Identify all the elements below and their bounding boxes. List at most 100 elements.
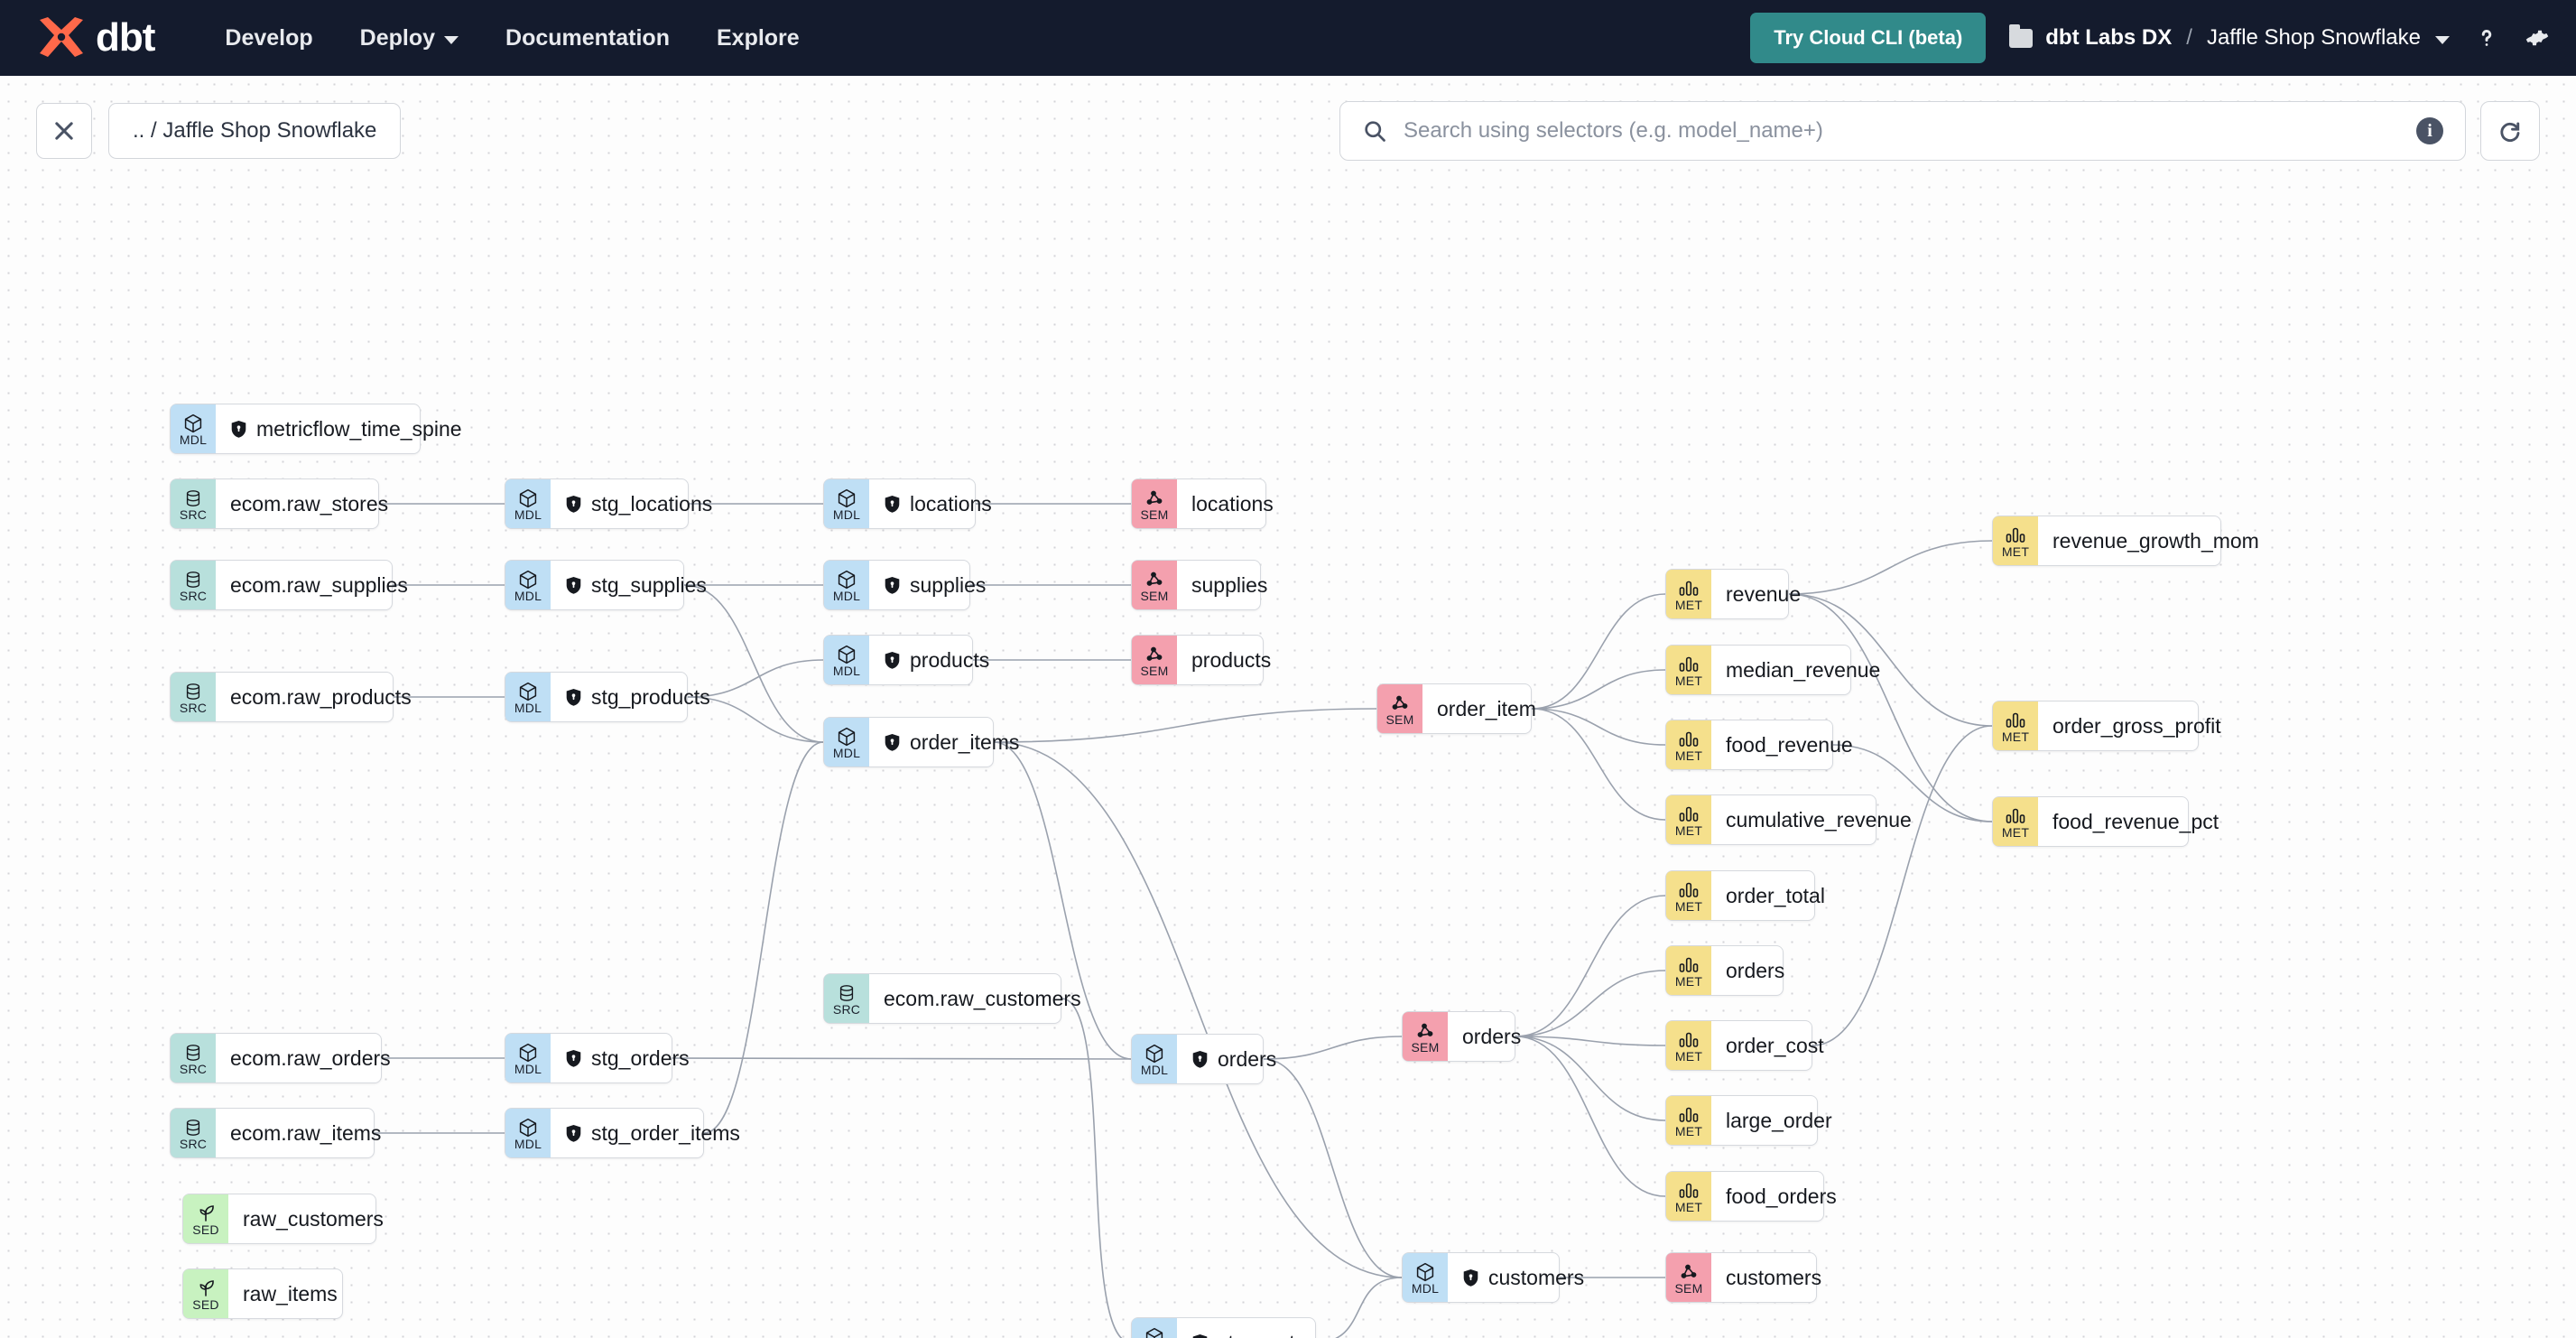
- contract-shield-icon: [231, 420, 246, 438]
- close-button[interactable]: [36, 103, 92, 159]
- node-body: revenue: [1711, 570, 1819, 618]
- account-org-name: dbt Labs DX: [2045, 25, 2173, 50]
- nav-link-explore[interactable]: Explore: [693, 16, 823, 60]
- graph-edge: [703, 741, 824, 1134]
- node-type-label: MET: [1674, 823, 1703, 838]
- node-body: order_total: [1711, 871, 1843, 920]
- bar-chart-icon: [2005, 806, 2026, 826]
- search-input[interactable]: [1404, 118, 2400, 144]
- graph-node-stg-supplies[interactable]: MDL stg_supplies: [505, 560, 707, 610]
- graph-edge: [683, 584, 824, 743]
- node-type-badge-met: MET: [1666, 646, 1711, 694]
- try-cloud-cli-button[interactable]: Try Cloud CLI (beta): [1750, 13, 1987, 63]
- account-project-selector[interactable]: dbt Labs DX / Jaffle Shop Snowflake: [2009, 23, 2450, 51]
- nav-link-deploy[interactable]: Deploy: [337, 16, 482, 60]
- database-icon: [837, 983, 857, 1003]
- database-icon: [183, 488, 203, 508]
- bar-chart-icon: [2005, 525, 2026, 545]
- search-box[interactable]: i: [1339, 101, 2466, 161]
- bar-chart-icon: [1678, 579, 1700, 599]
- node-type-badge-mdl: MDL: [1403, 1253, 1448, 1302]
- contract-shield-icon: [885, 733, 900, 751]
- node-label: revenue_growth_mom: [2052, 528, 2259, 553]
- nav-link-documentation[interactable]: Documentation: [482, 16, 693, 60]
- nav-link-develop[interactable]: Develop: [201, 16, 336, 60]
- node-label: cumulative_revenue: [1726, 807, 1912, 832]
- semantic-model-icon: [1414, 1021, 1436, 1041]
- node-label: ecom.raw_orders: [230, 1045, 391, 1070]
- refresh-button[interactable]: [2480, 101, 2540, 161]
- contract-shield-icon: [884, 733, 901, 752]
- node-body: orders: [1711, 946, 1802, 995]
- breadcrumb[interactable]: .. / Jaffle Shop Snowflake: [108, 103, 402, 159]
- node-label: locations: [1191, 491, 1274, 516]
- node-body: cumulative_revenue: [1711, 795, 1930, 844]
- bar-chart-icon: [1678, 655, 1700, 674]
- node-body: ecom.raw_orders: [216, 1034, 409, 1082]
- node-body: ecom.raw_items: [216, 1109, 399, 1157]
- dbt-logo[interactable]: dbt: [36, 17, 155, 59]
- bar-chart-icon: [1678, 1105, 1700, 1125]
- node-type-badge-met: MET: [1666, 795, 1711, 844]
- node-label: customers: [1726, 1265, 1822, 1289]
- nav-link-explore-label: Explore: [716, 24, 800, 51]
- cube-icon: [1144, 1044, 1165, 1064]
- help-button[interactable]: [2473, 24, 2500, 51]
- graph-edge: [1788, 540, 1993, 595]
- node-type-badge-mdl: MDL: [505, 1109, 551, 1157]
- node-type-badge-mdl: MDL: [505, 561, 551, 609]
- node-body: supplies: [869, 561, 1004, 609]
- contract-shield-icon: [566, 1049, 581, 1067]
- lineage-graph-canvas[interactable]: .. / Jaffle Shop Snowflake i MDLmetricfl…: [0, 76, 2576, 1338]
- node-label: stg_products: [591, 684, 710, 709]
- node-label: food_revenue: [1726, 732, 1853, 757]
- graph-edge: [1515, 895, 1666, 1037]
- settings-button[interactable]: [2524, 24, 2551, 51]
- graph-node-cumulative-revenue[interactable]: MET cumulative_revenue: [1665, 794, 1912, 845]
- info-icon[interactable]: i: [2416, 117, 2443, 144]
- cube-icon: [1144, 1327, 1165, 1338]
- node-type-label: MDL: [1140, 1063, 1169, 1077]
- node-type-label: MDL: [514, 1062, 542, 1076]
- node-body: supplies: [1177, 561, 1285, 609]
- database-icon: [183, 1043, 203, 1063]
- node-label: stg_supplies: [591, 572, 707, 597]
